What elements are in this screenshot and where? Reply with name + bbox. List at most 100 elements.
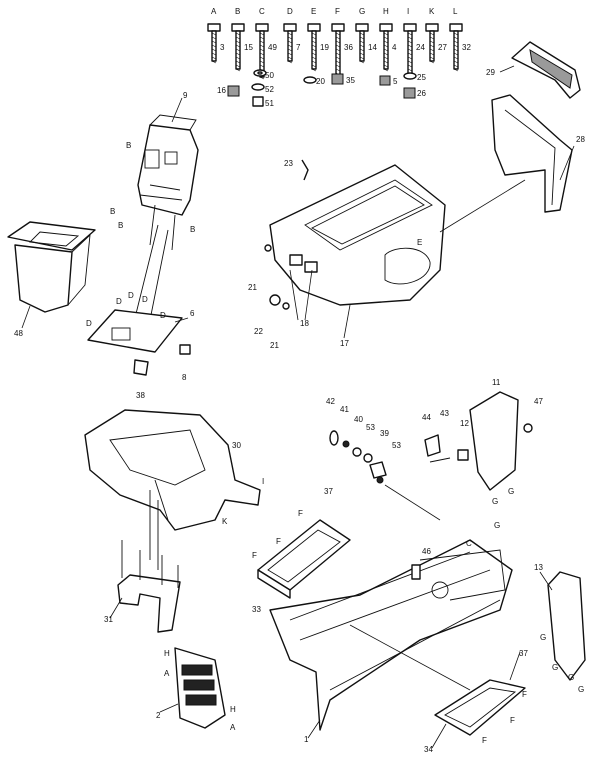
ref-letter: A [230, 723, 236, 732]
bolt-thread [287, 32, 293, 36]
part-label: 47 [534, 397, 543, 406]
bolt-thread [453, 64, 459, 68]
bolt-thread [335, 48, 341, 52]
bolt-thread [311, 36, 317, 40]
bolt-number: 4 [392, 43, 397, 52]
ref-letter: F [522, 690, 527, 699]
bolt-thread [359, 56, 365, 60]
bolt-thread [259, 44, 265, 48]
ref-letter: D [128, 291, 134, 300]
ref-letter: D [116, 297, 122, 306]
bolt-letter: D [287, 7, 293, 16]
bolt-thread [429, 36, 435, 40]
ref-letter: H [230, 705, 236, 714]
bolt-thread [383, 64, 389, 68]
ref-letter: B [118, 221, 123, 230]
bolt-thread [311, 40, 317, 44]
bolt-thread [359, 40, 365, 44]
step-plate-part-2 [174, 647, 226, 729]
bolt-F: F36 [331, 7, 353, 80]
part-label: 9 [183, 91, 188, 100]
washer-label: 25 [417, 73, 426, 82]
bolt-thread [383, 32, 389, 36]
ref-letter: F [482, 736, 487, 745]
bolt-head [307, 23, 321, 32]
washers-nuts: 50 52 51 16 20 35 5 25 26 [217, 69, 426, 108]
bolt-head [207, 23, 221, 32]
ref-letter: F [252, 551, 257, 560]
bolt-thread [311, 60, 317, 64]
bolt-thread [211, 44, 217, 48]
bolt-thread [311, 44, 317, 48]
bolt-thread [453, 60, 459, 64]
trim-part-29 [511, 41, 581, 99]
bolt-thread [453, 32, 459, 36]
seat-support-part-31 [117, 490, 181, 633]
ref-letter: G [508, 487, 514, 496]
bolt-thread [429, 48, 435, 52]
part-label: 28 [576, 135, 585, 144]
ref-letter: B [190, 225, 195, 234]
part-label: 41 [340, 405, 349, 414]
bolt-thread [407, 64, 413, 68]
ref-letter: G [492, 497, 498, 506]
bolt-thread [311, 48, 317, 52]
bolt-thread [259, 76, 265, 80]
bolt-E: E19 [307, 7, 329, 72]
bolt-letter: K [429, 7, 435, 16]
bolt-thread [383, 68, 389, 72]
bolt-number: 19 [320, 43, 329, 52]
part-label: 33 [252, 605, 261, 614]
part-label: 39 [380, 429, 389, 438]
bolt-thread [453, 56, 459, 60]
mounting-plate-part-6 [87, 309, 191, 376]
bolt-thread [359, 36, 365, 40]
bolt-thread [287, 60, 293, 64]
ref-letter: B [110, 207, 115, 216]
bolt-thread [311, 68, 317, 72]
bolt-thread [335, 32, 341, 36]
bolt-thread [429, 56, 435, 60]
bolt-B: B15 [231, 7, 253, 72]
part-label: 11 [492, 378, 501, 387]
bolt-thread [235, 48, 241, 52]
bolt-thread [359, 52, 365, 56]
ref-letter: B [126, 141, 131, 150]
bolt-thread [259, 60, 265, 64]
bolt-thread [407, 48, 413, 52]
part-label: 23 [284, 159, 293, 168]
ref-letter: C [466, 539, 472, 548]
bolt-K: K 27 [425, 7, 447, 64]
bolt-thread [235, 44, 241, 48]
washer-label: 51 [265, 99, 274, 108]
bolt-thread [407, 40, 413, 44]
bolt-head [255, 23, 269, 32]
bolt-thread [235, 32, 241, 36]
bolt-thread [259, 32, 265, 36]
bolt-thread [383, 48, 389, 52]
bolt-head [425, 23, 439, 32]
bolt-number: 27 [438, 43, 447, 52]
pivot-hardware [329, 430, 451, 521]
bolt-thread [259, 48, 265, 52]
bolt-letter: L [453, 7, 458, 16]
washer-label: 20 [316, 77, 325, 86]
bolt-thread [383, 36, 389, 40]
bolt-thread [453, 36, 459, 40]
bolt-thread [335, 60, 341, 64]
bolt-thread [407, 44, 413, 48]
bolt-thread [235, 36, 241, 40]
bolt-thread [407, 36, 413, 40]
part-label: 29 [486, 68, 495, 77]
bolt-head [403, 23, 417, 32]
bolt-I: I24 [403, 7, 425, 80]
bolt-head [231, 23, 245, 32]
bolt-D: D7 [283, 7, 301, 64]
bolt-thread [407, 60, 413, 64]
part-label: 18 [300, 319, 309, 328]
washer-label: 5 [393, 77, 398, 86]
bolt-thread [287, 36, 293, 40]
bolt-head [379, 23, 393, 32]
washer-label: 52 [265, 85, 274, 94]
